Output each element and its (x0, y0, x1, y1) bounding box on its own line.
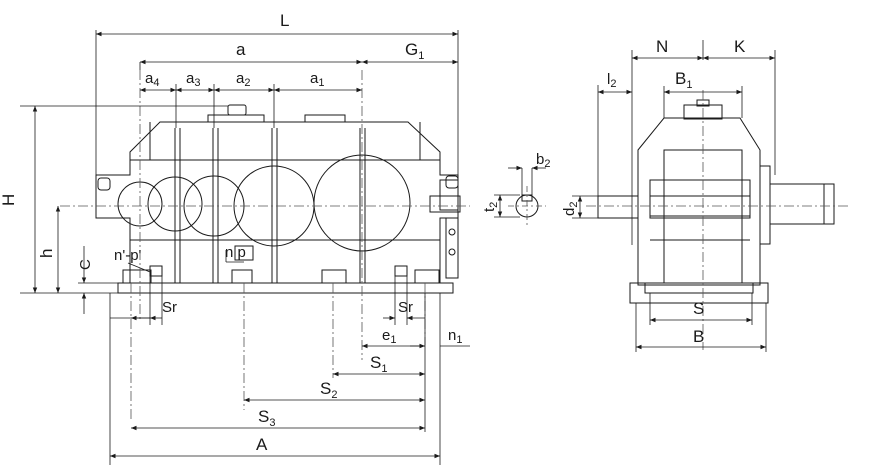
label-H: H (0, 194, 18, 206)
label-d2: d2 (561, 202, 580, 216)
side-view (597, 99, 835, 304)
side-dimensions (572, 40, 776, 352)
label-N: N (656, 37, 668, 56)
label-S1: S1 (370, 353, 387, 375)
label-L: L (280, 11, 289, 30)
label-e1: e1 (382, 327, 396, 346)
label-S: S (693, 299, 704, 318)
label-a3: a3 (186, 70, 200, 89)
side-centerlines (586, 90, 850, 350)
label-K: K (734, 37, 746, 56)
label-B1: B1 (675, 69, 692, 91)
label-np: n p (225, 244, 246, 261)
label-Sr-left: Sr (162, 299, 177, 316)
label-n1: n1 (448, 327, 462, 346)
label-B: B (693, 327, 704, 346)
dimension-labels: L a G1 a4 a3 a2 a1 H h C n p n'-p' Sr Sr… (0, 11, 746, 454)
label-a2: a2 (236, 70, 250, 89)
label-A: A (256, 435, 268, 454)
label-h: h (37, 249, 56, 258)
front-dimensions (20, 30, 470, 465)
label-l2: l2 (607, 71, 616, 90)
label-G1: G1 (405, 40, 424, 62)
label-C: C (77, 259, 94, 270)
keyway-detail (494, 165, 546, 226)
label-S3: S3 (258, 407, 275, 429)
label-a1: a1 (310, 70, 324, 89)
label-Sr-right: Sr (398, 299, 413, 316)
label-a4: a4 (145, 70, 159, 89)
label-a: a (236, 40, 246, 59)
label-t2: t2 (481, 202, 500, 212)
label-S2: S2 (320, 379, 337, 401)
front-view (95, 104, 461, 294)
label-b2: b2 (536, 151, 550, 170)
label-nprime-pprime: n'-p' (114, 247, 142, 264)
